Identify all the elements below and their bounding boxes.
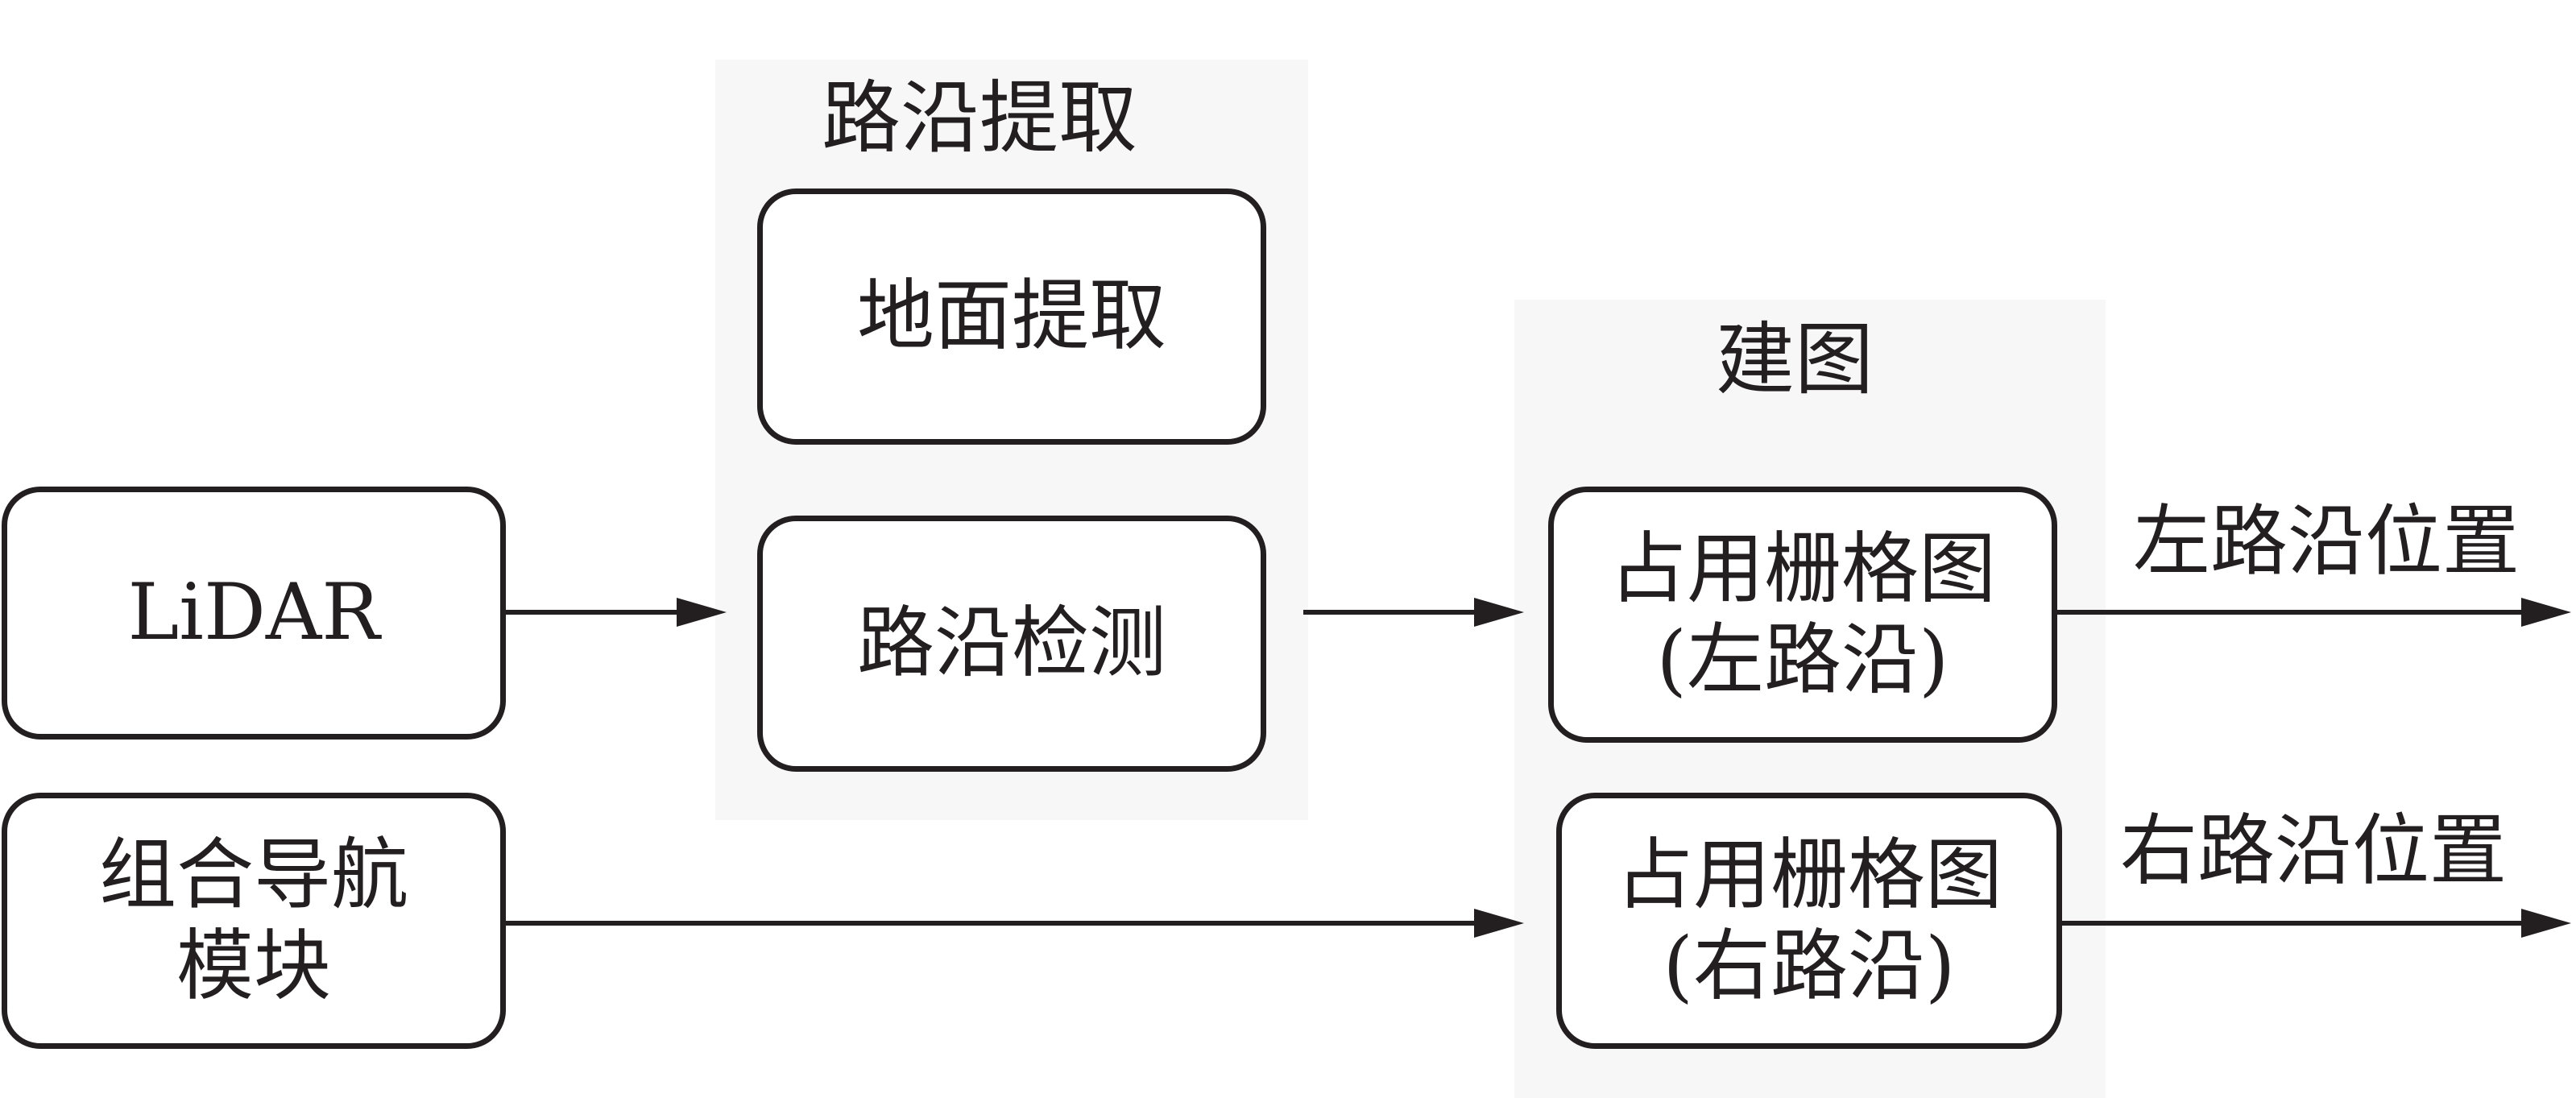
curb-extraction-group-title: 路沿提取 bbox=[822, 73, 1138, 164]
left-curb-position-label: 左路沿位置 bbox=[2133, 496, 2520, 586]
arrowhead-grid-right-to-output bbox=[2521, 909, 2571, 938]
occupancy-grid-left-node-line2: (左路沿) bbox=[1656, 615, 1949, 705]
arrowhead-nav-module-to-grid-right bbox=[1474, 909, 1524, 938]
occupancy-grid-right-node-line1: 占用栅格图 bbox=[1616, 829, 2002, 920]
curb-detection-node: 路沿检测 bbox=[757, 516, 1266, 772]
ground-extraction-node-label: 地面提取 bbox=[857, 271, 1166, 362]
occupancy-grid-left-node-line1: 占用栅格图 bbox=[1609, 523, 1996, 614]
navigation-module-node: 组合导航 模块 bbox=[2, 793, 506, 1049]
arrowhead-lidar-to-curb-extraction bbox=[677, 598, 727, 627]
mapping-group-title: 建图 bbox=[1716, 314, 1874, 406]
navigation-module-node-line2: 模块 bbox=[176, 921, 331, 1011]
arrowhead-curb-detection-to-grid-left bbox=[1474, 598, 1524, 627]
right-curb-position-label: 右路沿位置 bbox=[2120, 806, 2507, 896]
occupancy-grid-right-node: 占用栅格图 (右路沿) bbox=[1556, 793, 2062, 1049]
occupancy-grid-right-node-line2: (右路沿) bbox=[1663, 921, 1956, 1011]
ground-extraction-node: 地面提取 bbox=[757, 189, 1266, 445]
occupancy-grid-left-node: 占用栅格图 (左路沿) bbox=[1548, 487, 2057, 743]
arrowhead-grid-left-to-output bbox=[2521, 598, 2571, 627]
curb-detection-node-label: 路沿检测 bbox=[857, 598, 1166, 689]
lidar-node: LiDAR bbox=[2, 487, 506, 740]
navigation-module-node-line1: 组合导航 bbox=[99, 829, 408, 920]
lidar-node-label: LiDAR bbox=[127, 567, 380, 658]
